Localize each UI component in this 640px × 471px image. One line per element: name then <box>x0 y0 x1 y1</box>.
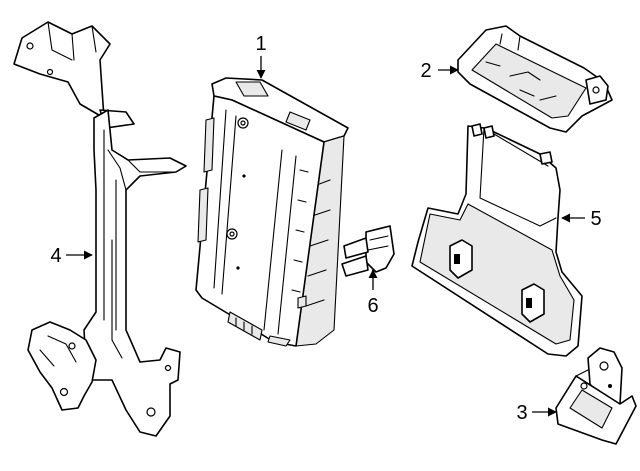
callout-labels: 1 2 3 4 5 6 <box>50 33 601 424</box>
callout-3: 3 <box>516 402 527 424</box>
part-3-small-bracket <box>555 347 637 445</box>
callout-5: 5 <box>590 208 601 230</box>
part-5-cover-panel <box>411 123 583 357</box>
callout-leaders <box>66 56 585 417</box>
callout-4: 4 <box>50 245 61 267</box>
part-4-bracket <box>13 21 187 437</box>
part-2-tray <box>457 25 613 133</box>
callout-6: 6 <box>367 295 378 317</box>
part-1-control-module <box>195 77 349 347</box>
callout-2: 2 <box>420 60 431 82</box>
part-6-clip <box>341 225 395 277</box>
callout-1: 1 <box>255 33 266 55</box>
